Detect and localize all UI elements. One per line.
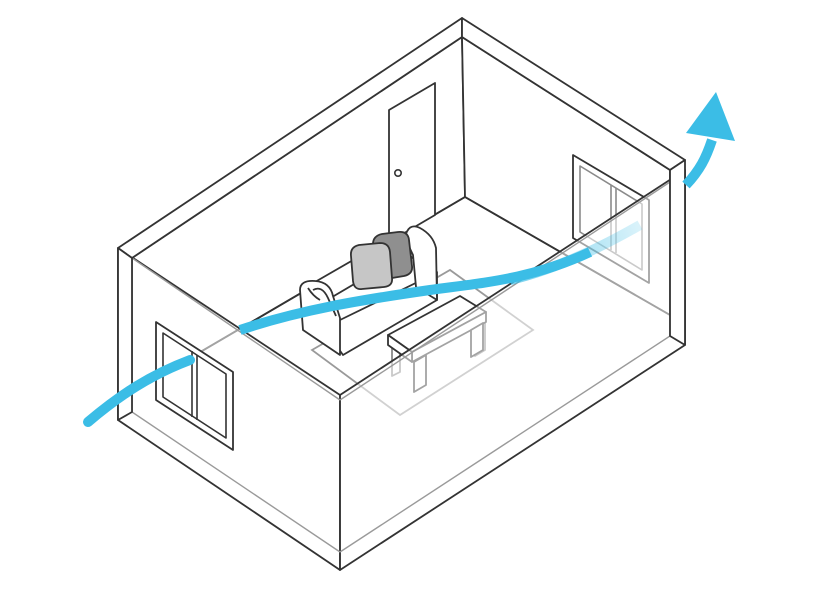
sofa-left-arm — [299, 280, 341, 356]
door-panel — [388, 82, 436, 243]
airflow-path-exit — [682, 138, 717, 189]
cushion-front — [350, 242, 393, 290]
airflow-path-entry — [83, 355, 195, 427]
sofa-left-arm-front — [312, 287, 337, 317]
circle-icon — [393, 169, 402, 178]
arrow-icon — [83, 92, 735, 427]
front-right-wall-inner — [339, 181, 671, 401]
sofa-left-arm-roll — [307, 287, 321, 301]
cushions — [350, 231, 413, 290]
airflow-arrowhead — [686, 92, 735, 141]
sofa-right-arm — [404, 225, 438, 301]
wall-top-rim — [117, 17, 686, 421]
rim-left-side — [117, 247, 133, 421]
front-left-wall-inner — [131, 257, 341, 401]
rim-right-side — [669, 159, 686, 346]
airflow-path-fade — [508, 220, 643, 285]
door — [388, 82, 436, 243]
